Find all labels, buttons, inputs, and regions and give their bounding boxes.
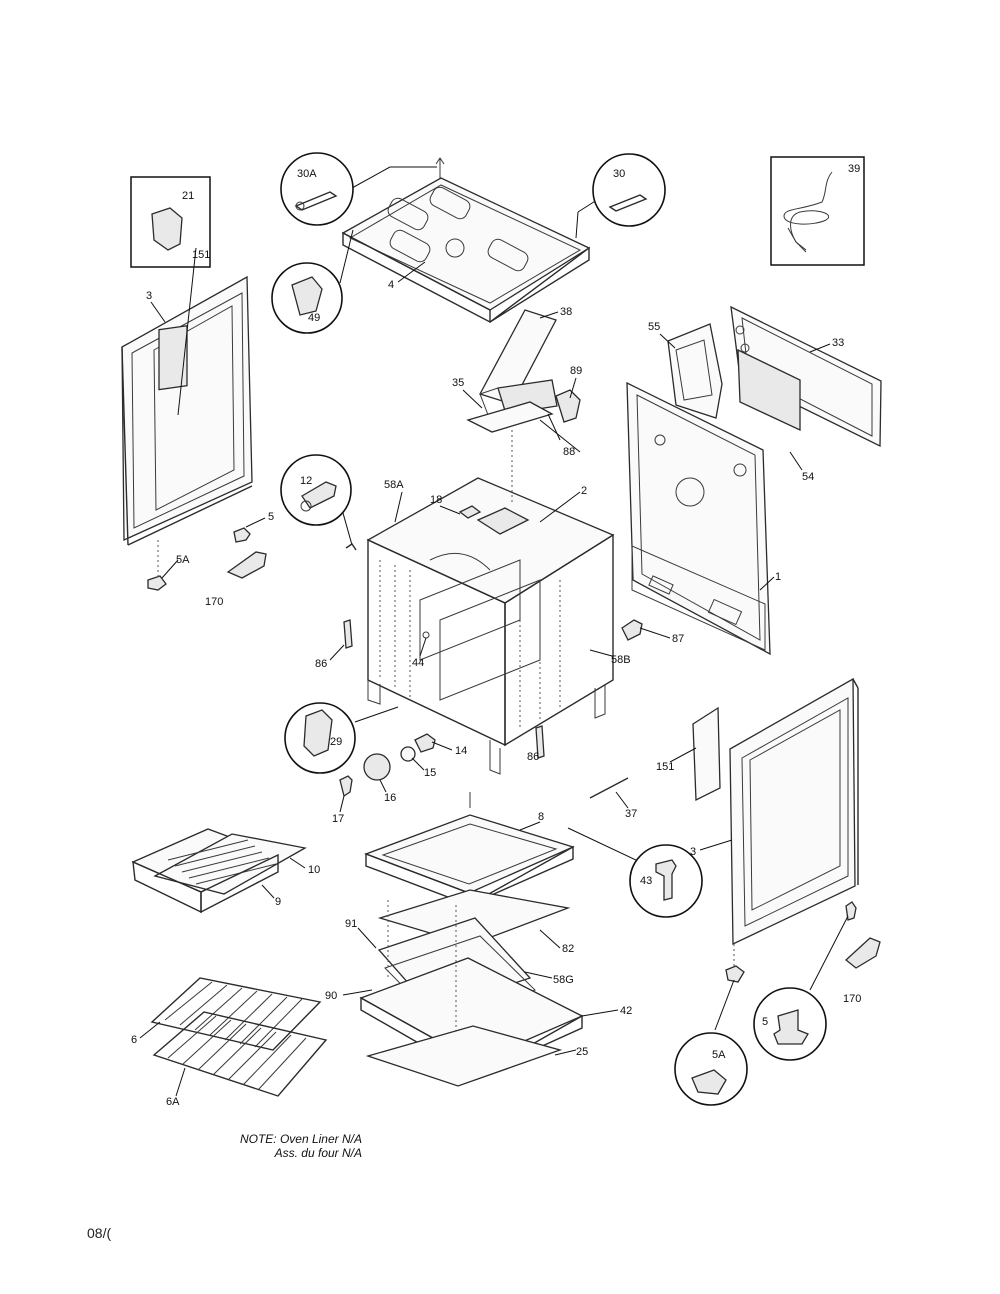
- label-39: 39: [848, 163, 860, 175]
- broil-pan: [131, 828, 307, 914]
- label-89: 89: [570, 365, 582, 377]
- label-151-left: 151: [192, 249, 210, 261]
- callout-30A: 30A: [280, 152, 437, 226]
- label-58B: 58B: [611, 654, 631, 666]
- label-15: 15: [424, 767, 436, 779]
- part-box-21: 21: [130, 176, 211, 268]
- label-170-left: 170: [205, 596, 223, 608]
- label-8: 8: [538, 811, 544, 823]
- left-side-panel: [121, 275, 253, 546]
- label-4: 4: [388, 279, 394, 291]
- label-90: 90: [325, 990, 337, 1002]
- label-3-left: 3: [146, 290, 152, 302]
- label-12: 12: [300, 475, 312, 487]
- storage-drawer: [359, 900, 584, 1087]
- callout-29: 29: [284, 702, 399, 774]
- label-35: 35: [452, 377, 464, 389]
- callout-5-right: 5: [753, 915, 849, 1061]
- label-10: 10: [308, 864, 320, 876]
- oven-light-parts: [339, 733, 436, 798]
- oven-cavity: [366, 477, 615, 775]
- label-14: 14: [455, 745, 467, 757]
- label-54: 54: [802, 471, 814, 483]
- label-151-right: 151: [656, 761, 674, 773]
- label-30: 30: [613, 168, 625, 180]
- label-9: 9: [275, 896, 281, 908]
- label-91: 91: [345, 918, 357, 930]
- callout-49: 49: [271, 229, 354, 334]
- label-25: 25: [576, 1046, 588, 1058]
- callout-12: 12: [280, 454, 357, 551]
- label-17: 17: [332, 813, 344, 825]
- part-box-39: 39: [770, 156, 865, 266]
- label-6: 6: [131, 1034, 137, 1046]
- label-82: 82: [562, 943, 574, 955]
- oven-racks: [150, 977, 328, 1097]
- label-2: 2: [581, 485, 587, 497]
- label-43: 43: [640, 875, 652, 887]
- callout-43: 43: [567, 827, 703, 918]
- right-door-panel: [729, 677, 859, 946]
- back-panel: [626, 381, 771, 656]
- label-30A: 30A: [297, 168, 317, 180]
- label-1: 1: [775, 571, 781, 583]
- label-86-left: 86: [315, 658, 327, 670]
- callout-5A-right: 5A: [674, 979, 748, 1106]
- label-6A: 6A: [166, 1096, 180, 1108]
- cooktop-top-panel: [341, 157, 591, 324]
- label-37: 37: [625, 808, 637, 820]
- callout-30: 30: [575, 153, 666, 239]
- label-5A-right: 5A: [712, 1049, 726, 1061]
- label-5A-left: 5A: [176, 554, 190, 566]
- label-21: 21: [182, 190, 194, 202]
- label-16: 16: [384, 792, 396, 804]
- note-line-1: NOTE: Oven Liner N/A: [239, 1132, 362, 1146]
- label-5-left: 5: [268, 511, 274, 523]
- label-58G: 58G: [553, 974, 574, 986]
- rear-bracket-55: [667, 323, 723, 419]
- label-5-right: 5: [762, 1016, 768, 1028]
- vent-duct: [466, 309, 581, 505]
- label-44: 44: [412, 657, 424, 669]
- label-87: 87: [672, 633, 684, 645]
- note-line-2: Ass. du four N/A: [274, 1146, 362, 1160]
- label-38: 38: [560, 306, 572, 318]
- oven-bottom: [364, 792, 575, 946]
- label-42: 42: [620, 1005, 632, 1017]
- left-leveler-parts: [147, 517, 267, 591]
- label-88: 88: [563, 446, 575, 458]
- label-29: 29: [330, 736, 342, 748]
- oven-liner-note: NOTE: Oven Liner N/A Ass. du four N/A: [180, 1132, 362, 1160]
- label-55: 55: [648, 321, 660, 333]
- rear-panel-33: [730, 305, 882, 448]
- label-49: 49: [308, 312, 320, 324]
- label-33: 33: [832, 337, 844, 349]
- label-3-right: 3: [690, 846, 696, 858]
- label-58A: 58A: [384, 479, 404, 491]
- label-18: 18: [430, 494, 442, 506]
- label-86-right: 86: [527, 751, 539, 763]
- label-170-right: 170: [843, 993, 861, 1005]
- footer-date-fragment: 08/(: [87, 1225, 112, 1241]
